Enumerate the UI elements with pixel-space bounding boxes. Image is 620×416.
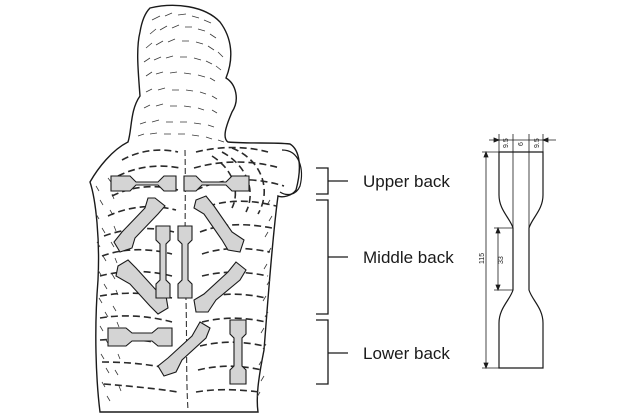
specimen-lower-vertical bbox=[229, 319, 247, 385]
specimen-upper-right bbox=[183, 175, 250, 192]
bracket-upper-back bbox=[316, 167, 348, 195]
dim-top-2: 6 bbox=[518, 142, 525, 146]
head-hatching bbox=[137, 12, 225, 143]
dim-gauge-length: 33 bbox=[498, 256, 505, 264]
human-back-illustration bbox=[89, 4, 303, 413]
back-contour-lines bbox=[99, 146, 285, 393]
dim-total-length: 115 bbox=[479, 253, 486, 264]
width-guide-lines bbox=[498, 134, 544, 228]
label-middle-back: Middle back bbox=[363, 248, 454, 267]
specimen-dimension-drawing: 9.5 6 9.5 115 33 bbox=[479, 134, 556, 370]
specimen-lower-horizontal bbox=[107, 327, 173, 347]
top-width-dimension bbox=[489, 137, 556, 143]
region-labels: Upper back Middle back Lower back bbox=[363, 172, 454, 363]
specimen-upper-left bbox=[110, 175, 177, 192]
arm-stub bbox=[279, 149, 303, 196]
specimen-middle-diag-left-top bbox=[113, 197, 166, 253]
gauge-length-dimension bbox=[494, 226, 513, 292]
specimen-middle-diag-right-bottom bbox=[193, 261, 247, 313]
label-upper-back: Upper back bbox=[363, 172, 450, 191]
specimens-on-back bbox=[107, 175, 250, 385]
specimen-middle-diag-right-top bbox=[193, 195, 245, 253]
specimen-middle-vertical-2 bbox=[177, 225, 193, 299]
dim-top-3: 9.5 bbox=[534, 138, 541, 148]
label-lower-back: Lower back bbox=[363, 344, 450, 363]
dim-top-1: 9.5 bbox=[503, 138, 510, 148]
total-length-dimension bbox=[482, 150, 499, 370]
specimen-outline bbox=[498, 151, 544, 369]
specimen-middle-vertical-1 bbox=[155, 225, 171, 299]
spine-line bbox=[184, 149, 189, 411]
specimen-lower-diagonal bbox=[157, 321, 211, 377]
bracket-lower-back bbox=[316, 319, 348, 385]
left-side-hatching bbox=[95, 177, 273, 402]
region-brackets bbox=[316, 167, 348, 385]
specimen-middle-diag-left-bottom bbox=[115, 259, 169, 315]
bracket-middle-back bbox=[316, 199, 348, 315]
